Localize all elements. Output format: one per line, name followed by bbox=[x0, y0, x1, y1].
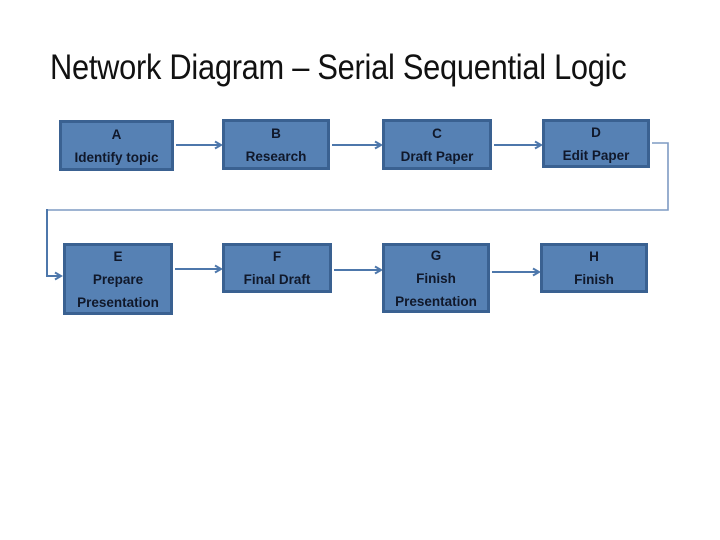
node-label: Edit Paper bbox=[562, 147, 630, 163]
node-letter: C bbox=[432, 125, 442, 141]
node-e-prepare-presentation: E Prepare Presentation bbox=[63, 243, 173, 315]
edge-c-d bbox=[494, 140, 543, 150]
arrowhead-icon bbox=[214, 140, 223, 150]
node-a-identify-topic: A Identify topic bbox=[59, 120, 174, 171]
node-d-edit-paper: D Edit Paper bbox=[542, 119, 650, 168]
node-label: Identify topic bbox=[74, 149, 159, 165]
node-h-finish: H Finish bbox=[540, 243, 648, 293]
edge-b-c bbox=[332, 140, 383, 150]
node-letter: G bbox=[430, 247, 442, 263]
node-label: Research bbox=[245, 148, 307, 164]
node-letter: F bbox=[272, 249, 282, 264]
node-label: Prepare bbox=[92, 271, 144, 287]
node-letter: A bbox=[111, 126, 122, 142]
arrowhead-icon bbox=[532, 267, 541, 277]
node-c-draft-paper: C Draft Paper bbox=[382, 119, 492, 170]
node-letter: D bbox=[591, 124, 601, 140]
node-b-research: B Research bbox=[222, 119, 330, 170]
arrowhead-icon bbox=[534, 140, 543, 150]
slide-title: Network Diagram – Serial Sequential Logi… bbox=[50, 48, 627, 87]
node-label: Finish bbox=[574, 272, 614, 287]
node-label: Final Draft bbox=[243, 272, 311, 287]
node-label: Draft Paper bbox=[400, 148, 474, 164]
edge-f-g bbox=[334, 265, 383, 275]
node-g-finish-presentation: G Finish Presentation bbox=[382, 243, 490, 313]
edge-e-f bbox=[175, 264, 223, 274]
edge-g-h bbox=[492, 267, 541, 277]
node-label: Presentation bbox=[77, 294, 159, 310]
arrowhead-icon bbox=[374, 265, 383, 275]
node-letter: H bbox=[589, 249, 599, 264]
node-label: Presentation bbox=[395, 293, 477, 309]
node-f-final-draft: F Final Draft bbox=[222, 243, 332, 293]
arrowhead-icon bbox=[374, 140, 383, 150]
node-letter: E bbox=[113, 248, 123, 264]
node-label: Finish bbox=[416, 270, 456, 286]
edge-a-b bbox=[176, 140, 223, 150]
arrowhead-icon bbox=[54, 271, 63, 281]
node-letter: B bbox=[271, 125, 281, 141]
arrowhead-icon bbox=[214, 264, 223, 274]
